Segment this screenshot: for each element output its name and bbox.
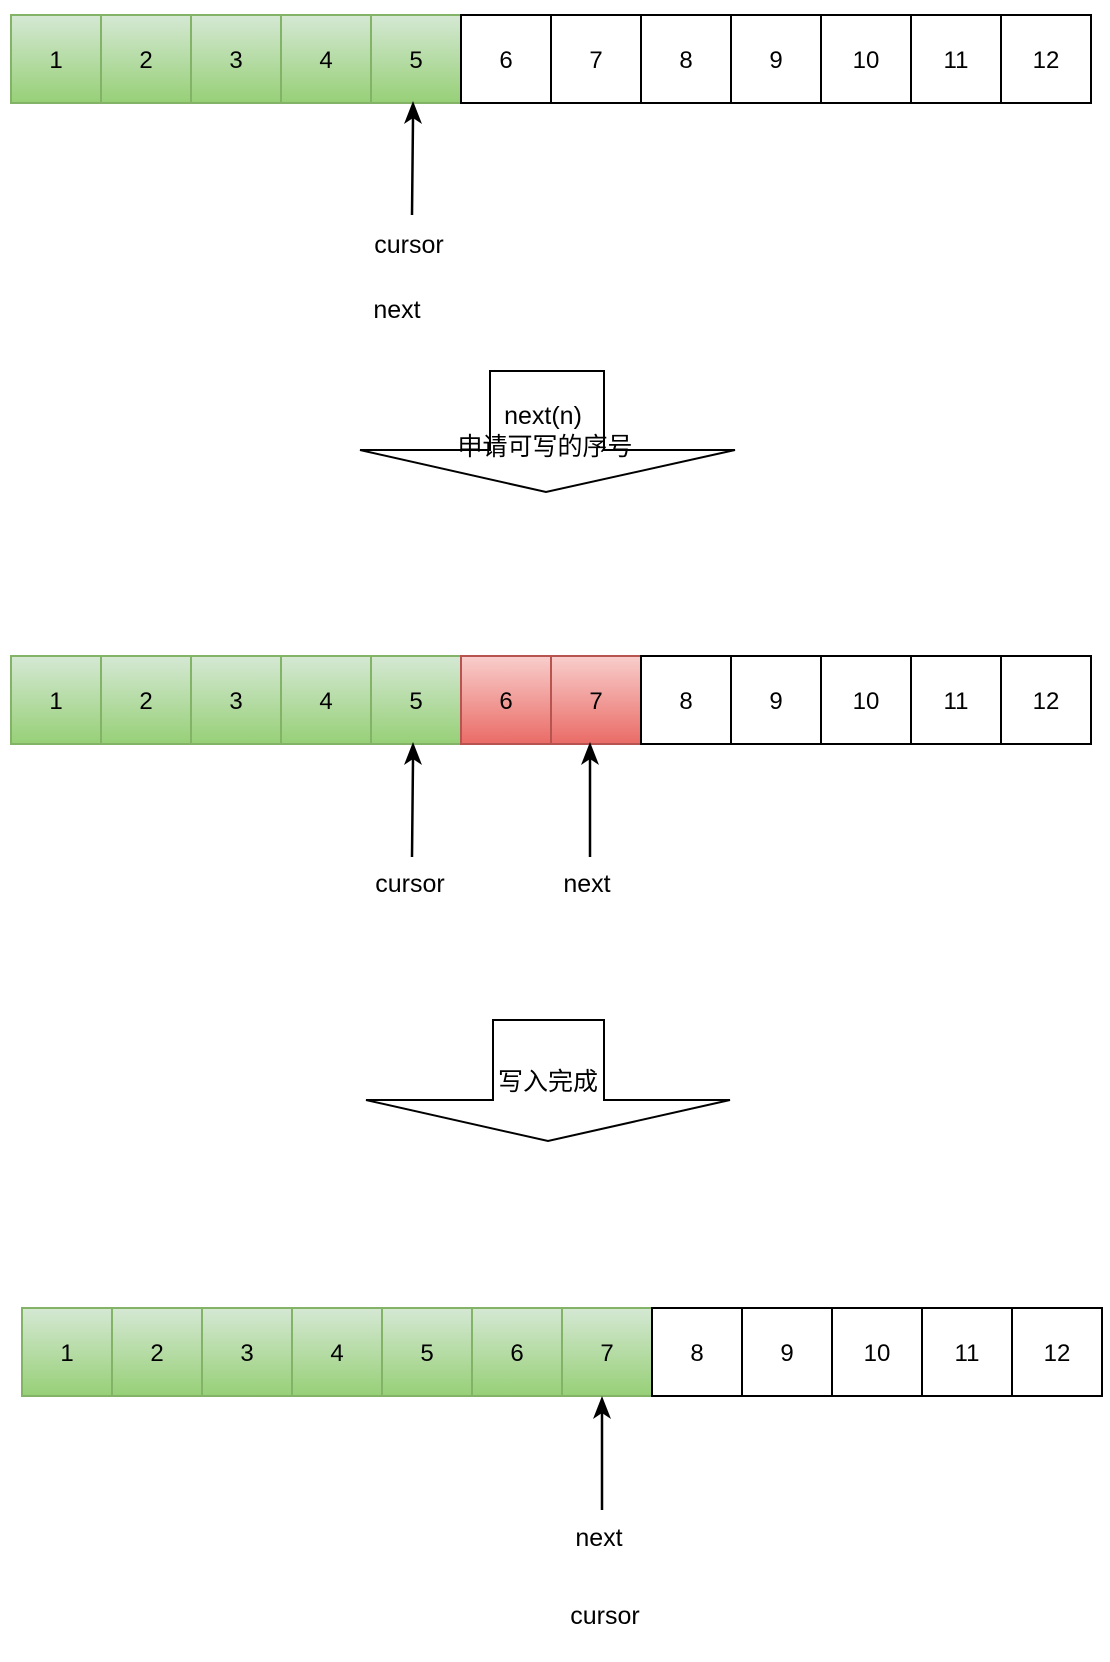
buffer-cell-empty bbox=[730, 14, 822, 104]
cell-label: 1 bbox=[49, 47, 62, 74]
buffer-cell-filled bbox=[471, 1307, 563, 1397]
cell-label: 7 bbox=[589, 47, 602, 74]
cell-label: 11 bbox=[955, 1340, 980, 1367]
cell-label: 10 bbox=[853, 47, 880, 74]
cursor-label: cursor bbox=[374, 231, 443, 259]
buffer-cell-empty bbox=[640, 655, 732, 745]
pointer-arrowhead bbox=[593, 1396, 611, 1419]
buffer-cell-filled bbox=[100, 655, 192, 745]
cell-label: 4 bbox=[319, 47, 332, 74]
cell-label: 4 bbox=[330, 1340, 343, 1367]
cell-label: 10 bbox=[864, 1340, 891, 1367]
next-pointer bbox=[581, 742, 599, 857]
cursor-label: cursor bbox=[375, 870, 444, 898]
cell-label: 11 bbox=[944, 47, 969, 74]
cell-label: 2 bbox=[150, 1340, 163, 1367]
buffer-cell-pending bbox=[550, 655, 642, 745]
buffer-cell-filled bbox=[381, 1307, 473, 1397]
buffer-cell-filled bbox=[10, 14, 102, 104]
cell-label: 9 bbox=[769, 47, 782, 74]
cell-label: 7 bbox=[600, 1340, 613, 1367]
next-label: next bbox=[373, 296, 420, 324]
buffer-cell-filled bbox=[190, 655, 282, 745]
cell-label: 9 bbox=[769, 688, 782, 715]
cell-label: 8 bbox=[679, 47, 692, 74]
transition-arrow-1: next(n) 申请可写的序号 bbox=[359, 370, 736, 494]
buffer-cell-empty bbox=[1000, 14, 1092, 104]
down-arrow-shape bbox=[365, 1019, 731, 1143]
pointer-arrowhead bbox=[404, 101, 422, 124]
transition-label-line1: next(n) bbox=[504, 402, 582, 430]
cell-label: 11 bbox=[944, 688, 969, 715]
buffer-cell-empty bbox=[910, 655, 1002, 745]
cell-label: 1 bbox=[60, 1340, 73, 1367]
cell-label: 5 bbox=[409, 47, 422, 74]
pointer-arrow-line bbox=[410, 758, 415, 858]
cell-label: 7 bbox=[589, 688, 602, 715]
cell-label: 9 bbox=[780, 1340, 793, 1367]
cell-label: 3 bbox=[240, 1340, 253, 1367]
buffer-cell-empty bbox=[741, 1307, 833, 1397]
buffer-cell-filled bbox=[370, 655, 462, 745]
buffer-cell-filled bbox=[10, 655, 102, 745]
cell-label: 3 bbox=[229, 688, 242, 715]
cell-label: 12 bbox=[1033, 47, 1060, 74]
cell-label: 2 bbox=[139, 688, 152, 715]
buffer-cell-empty bbox=[820, 14, 912, 104]
buffer-cell-filled bbox=[291, 1307, 383, 1397]
cell-label: 1 bbox=[49, 688, 62, 715]
cursor-pointer bbox=[404, 101, 422, 216]
buffer-cell-filled bbox=[561, 1307, 653, 1397]
cell-label: 2 bbox=[139, 47, 152, 74]
cursor-pointer bbox=[404, 742, 422, 858]
next-label: next bbox=[575, 1524, 622, 1552]
cell-label: 8 bbox=[690, 1340, 703, 1367]
transition-arrow-2: 写入完成 bbox=[365, 1019, 731, 1143]
buffer-cell-empty bbox=[640, 14, 732, 104]
pointer-arrowhead bbox=[404, 742, 422, 765]
buffer-cell-empty bbox=[1011, 1307, 1103, 1397]
buffer-cell-empty bbox=[651, 1307, 743, 1397]
buffer-cell-filled bbox=[100, 14, 192, 104]
transition-label-line2: 申请可写的序号 bbox=[457, 433, 632, 461]
buffer-cell-empty bbox=[921, 1307, 1013, 1397]
pointer-arrowhead bbox=[581, 742, 599, 765]
down-arrow-shape bbox=[359, 370, 736, 494]
cell-label: 6 bbox=[510, 1340, 523, 1367]
buffer-cell-empty bbox=[730, 655, 822, 745]
cell-label: 8 bbox=[679, 688, 692, 715]
cursor-pointer bbox=[593, 1396, 611, 1510]
buffer-cell-filled bbox=[111, 1307, 203, 1397]
buffer-cell-empty bbox=[460, 14, 552, 104]
cell-label: 6 bbox=[499, 688, 512, 715]
buffer-cell-empty bbox=[1000, 655, 1092, 745]
cell-label: 10 bbox=[853, 688, 880, 715]
pointer-arrow-line bbox=[410, 117, 415, 216]
buffer-cell-pending bbox=[460, 655, 552, 745]
transition-label-line1: 写入完成 bbox=[498, 1068, 598, 1096]
cursor-label: cursor bbox=[570, 1602, 639, 1630]
cell-label: 4 bbox=[319, 688, 332, 715]
cell-label: 3 bbox=[229, 47, 242, 74]
buffer-cell-filled bbox=[201, 1307, 293, 1397]
cell-label: 12 bbox=[1033, 688, 1060, 715]
cell-label: 12 bbox=[1044, 1340, 1071, 1367]
buffer-cell-filled bbox=[190, 14, 282, 104]
cell-label: 5 bbox=[409, 688, 422, 715]
buffer-cell-empty bbox=[550, 14, 642, 104]
buffer-cell-filled bbox=[370, 14, 462, 104]
cell-label: 5 bbox=[420, 1340, 433, 1367]
next-label: next bbox=[563, 870, 610, 898]
buffer-cell-filled bbox=[280, 655, 372, 745]
cell-label: 6 bbox=[499, 47, 512, 74]
